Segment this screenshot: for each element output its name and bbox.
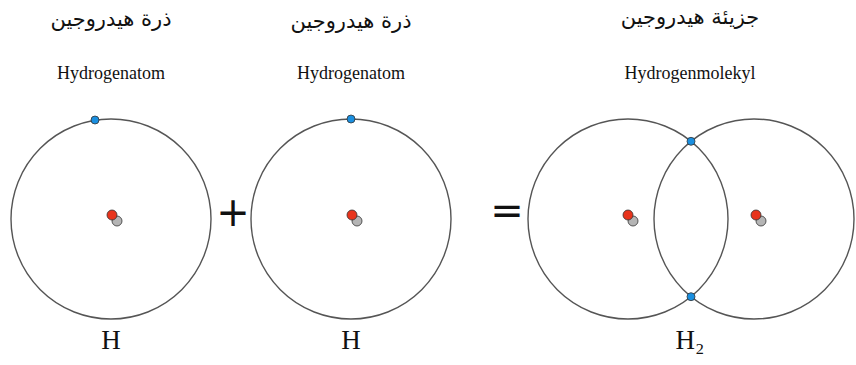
electron — [347, 115, 355, 123]
molecule-name: Hydrogenmolekyl — [625, 64, 756, 84]
atom-name: Hydrogenatom — [57, 64, 165, 84]
electron-shell — [11, 119, 211, 319]
chemical-symbol: H — [341, 326, 361, 356]
electron — [687, 293, 695, 301]
electron — [687, 137, 695, 145]
proton — [751, 210, 761, 220]
electron-shell — [251, 119, 451, 319]
plus-sign: + — [216, 190, 250, 234]
chemical-symbol: H — [101, 326, 121, 356]
arabic-heading: ذرة هيدروجين — [50, 8, 171, 31]
arabic-heading: ذرة هيدروجين — [290, 10, 411, 33]
arabic-heading: جزيئة هيدروجين — [621, 6, 760, 29]
electron-shell — [528, 119, 728, 319]
equals-sign: = — [490, 188, 524, 232]
proton — [623, 210, 633, 220]
proton — [347, 210, 357, 220]
atom-name: Hydrogenatom — [297, 64, 405, 84]
proton — [107, 210, 117, 220]
electron-shell — [654, 119, 854, 319]
electron — [91, 116, 99, 124]
chemical-formula: H₂ — [676, 326, 705, 356]
